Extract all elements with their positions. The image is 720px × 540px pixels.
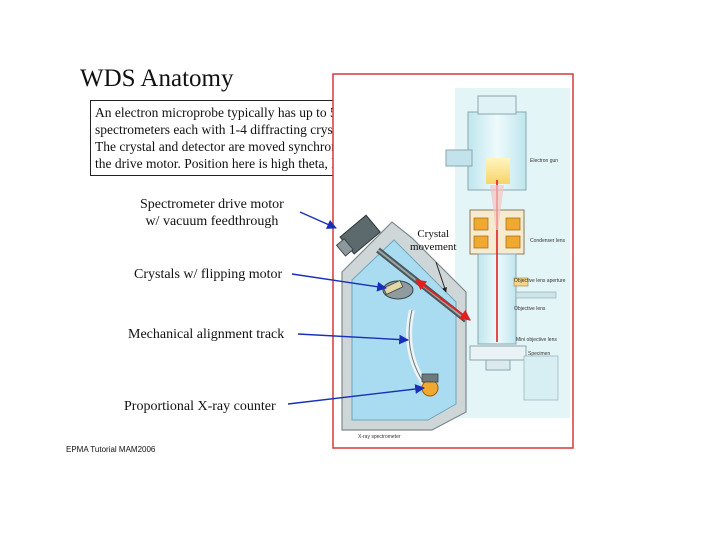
coil-icon: [474, 236, 488, 248]
label-objective-lens: Objective lens: [514, 306, 546, 312]
footer-credit: EPMA Tutorial MAM2006: [66, 445, 155, 455]
stage-base: [486, 360, 510, 370]
label-spectrometer-case: X-ray spectrometer: [358, 434, 401, 440]
gun-glow: [486, 158, 510, 184]
crystal-movement-label: Crystal movement: [410, 228, 456, 254]
callout-arrow-drive-motor: [300, 212, 336, 228]
objective-lens-housing: [516, 292, 556, 298]
callout-track: Mechanical alignment track: [128, 326, 284, 343]
callout-counter: Proportional X-ray counter: [124, 398, 276, 415]
callout-drive-motor: Spectrometer drive motor w/ vacuum feedt…: [140, 196, 284, 230]
callout-crystals: Crystals w/ flipping motor: [134, 266, 282, 283]
label-electron-gun: Electron gun: [530, 158, 558, 164]
crystal-icon: [383, 280, 413, 299]
label-mini-objective: Mini objective lens: [516, 337, 557, 343]
callout-line: w/ vacuum feedthrough: [140, 213, 284, 230]
gun-side-flange: [446, 150, 472, 166]
label-condenser-lens: Condenser lens: [530, 238, 566, 244]
label-objective-aperture: Objective lens aperture: [514, 278, 566, 284]
coil-icon: [506, 236, 520, 248]
coil-icon: [474, 218, 488, 230]
crystal-movement-line: movement: [410, 241, 456, 254]
callout-line: Spectrometer drive motor: [140, 196, 284, 213]
crystal-movement-line: Crystal: [410, 228, 456, 241]
side-port: [524, 356, 558, 400]
detector-icon: [422, 374, 438, 396]
coil-icon: [506, 218, 520, 230]
label-specimen: Specimen: [528, 351, 550, 357]
gun-cap: [478, 96, 516, 114]
specimen-stage: [470, 346, 526, 360]
